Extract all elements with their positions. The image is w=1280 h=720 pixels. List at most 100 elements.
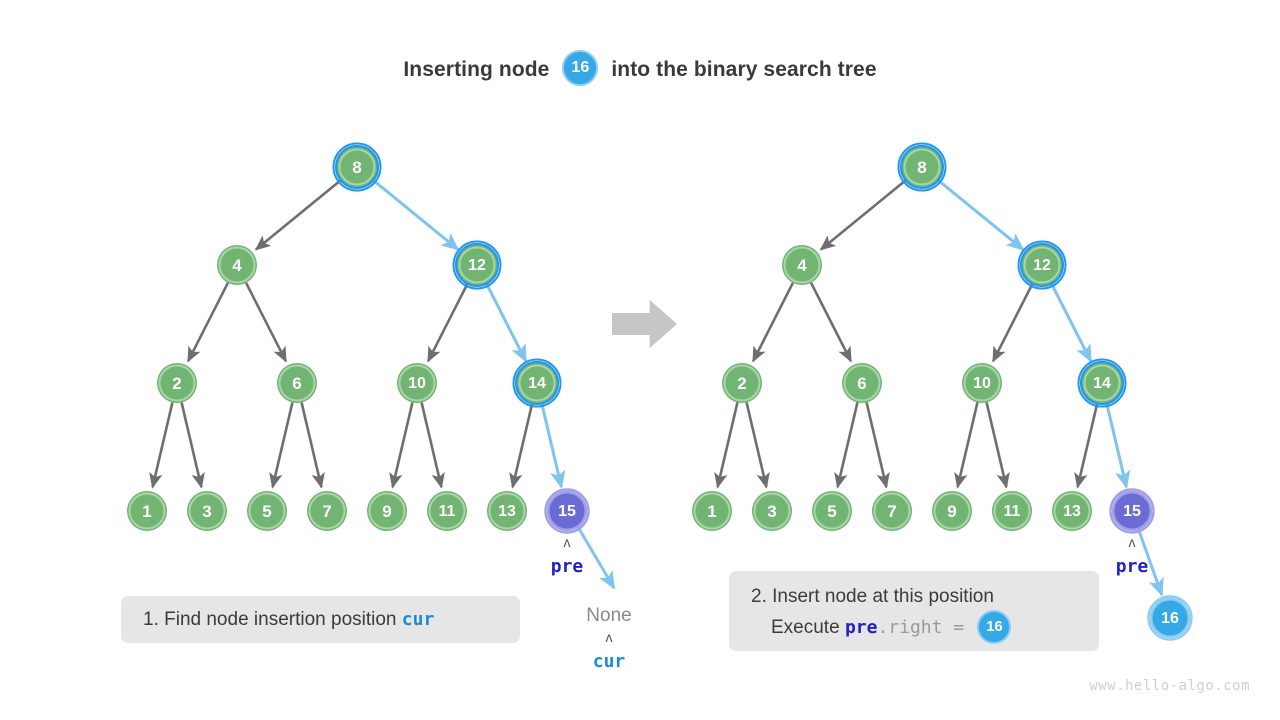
node-label: 1 bbox=[707, 502, 716, 521]
tree-node-after-9: 9 bbox=[932, 491, 972, 531]
node-label: 2 bbox=[737, 374, 746, 393]
tree-node-before-12: 12 bbox=[452, 240, 502, 290]
node-label: 3 bbox=[767, 502, 776, 521]
tree-node-after-16: 16 bbox=[1147, 595, 1193, 641]
node-inner-ring bbox=[308, 492, 346, 530]
node-inner-ring bbox=[813, 492, 851, 530]
edge-after-10-to-9 bbox=[954, 402, 979, 489]
node-label: 7 bbox=[322, 502, 331, 521]
tree-node-after-15: 15 bbox=[1109, 488, 1155, 534]
none-label-before: None bbox=[586, 605, 632, 626]
node-inner-ring bbox=[723, 364, 761, 402]
node-circle bbox=[782, 245, 822, 285]
tree-node-before-11: 11 bbox=[427, 491, 467, 531]
caret-icon-before-pre: ʌ bbox=[563, 534, 571, 550]
edge-after-8-to-12 bbox=[936, 178, 1025, 251]
edge-before-12-to-14 bbox=[484, 282, 528, 363]
node-label: 11 bbox=[439, 503, 456, 520]
edge-after-6-to-5 bbox=[834, 402, 859, 489]
tree-node-before-15: 15 bbox=[544, 488, 590, 534]
node-highlight-inner-ring bbox=[1079, 360, 1125, 406]
node-circle bbox=[277, 363, 317, 403]
edge-after-6-to-7 bbox=[865, 402, 890, 489]
node-inner-ring bbox=[518, 364, 556, 402]
node-inner-ring bbox=[278, 364, 316, 402]
node-circle bbox=[1150, 598, 1190, 638]
edge-before-10-to-9 bbox=[389, 402, 414, 489]
node-circle bbox=[187, 491, 227, 531]
node-label: 14 bbox=[528, 375, 546, 392]
edge-after-2-to-1 bbox=[714, 402, 739, 489]
edge-after-4-to-2 bbox=[751, 282, 795, 363]
node-highlight-inner-ring bbox=[899, 144, 945, 190]
node-highlight-inner-ring bbox=[454, 242, 500, 288]
node-circle bbox=[1082, 363, 1122, 403]
node-circle bbox=[812, 491, 852, 531]
node-circle bbox=[487, 491, 527, 531]
node-label: 4 bbox=[232, 256, 242, 275]
node-inner-ring bbox=[963, 364, 1001, 402]
node-circle bbox=[872, 491, 912, 531]
node-label: 5 bbox=[827, 502, 836, 521]
node-circle bbox=[217, 245, 257, 285]
node-inner-ring bbox=[783, 246, 821, 284]
title-suffix: into the binary search tree bbox=[611, 58, 877, 81]
node-label: 1 bbox=[142, 502, 151, 521]
tree-node-before-7: 7 bbox=[307, 491, 347, 531]
node-circle bbox=[397, 363, 437, 403]
node-label: 9 bbox=[947, 502, 956, 521]
node-circle bbox=[427, 491, 467, 531]
edge-after-12-to-14 bbox=[1049, 282, 1093, 363]
node-label: 6 bbox=[857, 374, 866, 393]
callout-left-code-cur: cur bbox=[401, 609, 435, 630]
node-inner-ring bbox=[428, 492, 466, 530]
node-inner-ring bbox=[338, 148, 376, 186]
node-circle bbox=[932, 491, 972, 531]
tree-node-after-7: 7 bbox=[872, 491, 912, 531]
node-outer-ring bbox=[544, 488, 590, 534]
node-label: 15 bbox=[1123, 503, 1141, 520]
node-inner-ring bbox=[1111, 490, 1153, 532]
node-circle bbox=[337, 147, 377, 187]
node-label: 8 bbox=[352, 158, 361, 177]
edge-before-15-to-none bbox=[576, 526, 616, 590]
node-circle bbox=[752, 491, 792, 531]
node-circle bbox=[367, 491, 407, 531]
node-circle bbox=[962, 363, 1002, 403]
node-circle bbox=[692, 491, 732, 531]
node-inner-ring bbox=[218, 246, 256, 284]
page-title: Inserting node 16 into the binary search… bbox=[0, 50, 1280, 88]
node-circle bbox=[992, 491, 1032, 531]
node-circle bbox=[157, 363, 197, 403]
watermark: www.hello-algo.com bbox=[1089, 678, 1250, 694]
tree-node-after-13: 13 bbox=[1052, 491, 1092, 531]
tree-node-before-2: 2 bbox=[157, 363, 197, 403]
callout-right-node-16: 16 bbox=[977, 610, 1012, 644]
callout-right-execute-word: Execute bbox=[771, 617, 840, 639]
node-inner-ring bbox=[993, 492, 1031, 530]
node-inner-ring bbox=[248, 492, 286, 530]
edge-after-4-to-6 bbox=[809, 282, 853, 363]
node-label: 2 bbox=[172, 374, 181, 393]
callout-left-text: 1. Find node insertion position bbox=[143, 609, 397, 630]
edge-before-8-to-4 bbox=[254, 178, 343, 251]
node-label: 7 bbox=[887, 502, 896, 521]
pointer-label-before-pre: pre bbox=[550, 556, 584, 577]
node-circle bbox=[457, 245, 497, 285]
node-label: 12 bbox=[468, 257, 486, 274]
edge-after-8-to-4 bbox=[819, 178, 908, 251]
caret-icon-before-cur: ʌ bbox=[605, 629, 613, 645]
callout-right-line1: 2. Insert node at this position bbox=[751, 586, 994, 607]
node-outer-ring bbox=[1109, 488, 1155, 534]
node-inner-ring bbox=[1083, 364, 1121, 402]
tree-node-after-2: 2 bbox=[722, 363, 762, 403]
node-label: 10 bbox=[973, 375, 991, 392]
tree-node-before-8: 8 bbox=[332, 142, 382, 192]
tree-node-after-14: 14 bbox=[1077, 358, 1127, 408]
node-label: 16 bbox=[1161, 610, 1179, 627]
node-inner-ring bbox=[458, 246, 496, 284]
node-label: 9 bbox=[382, 502, 391, 521]
